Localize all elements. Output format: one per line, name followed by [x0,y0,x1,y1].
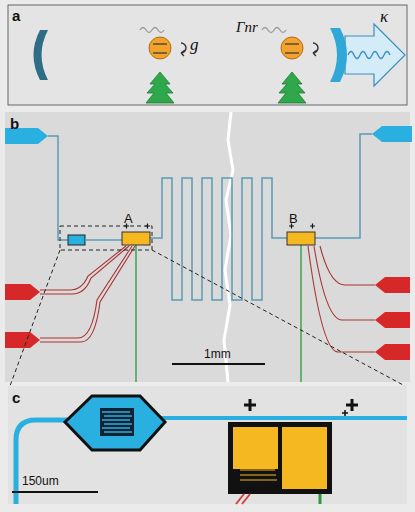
atom [281,37,303,59]
panel-frame [8,5,407,105]
zoom-line [10,250,405,386]
alignment-mark [342,410,348,416]
scale-label: 150um [22,475,59,487]
feedline [48,136,68,240]
qubit-frame [228,422,332,494]
energy-level [153,52,167,53]
drive-line [136,245,301,382]
capacitor-fingers [102,412,132,432]
scale-label: 1mm [204,348,231,360]
atom [149,37,171,59]
mirror-right [330,28,347,82]
dc-wire [40,246,135,342]
alignment-mark [124,224,315,229]
scale-bar [12,491,98,493]
qubit-label: B [289,212,298,225]
qubit-label: A [124,212,133,225]
bond-pad [5,332,40,348]
panel-letter: b [10,116,19,131]
capacitor [68,235,85,245]
panel-letter: a [12,8,20,23]
symbol-label: κ [380,8,388,25]
alignment-mark [244,399,358,411]
meander-resonator [150,178,287,300]
feedline [315,134,372,238]
coupling-arrow [181,43,186,56]
energy-level [285,43,299,44]
photon-squiggle [348,52,390,59]
drive-line [319,494,322,504]
feedline [160,416,407,420]
capacitor-gap [100,408,134,436]
junction-lead [240,470,277,480]
qubit-pad [233,427,278,469]
energy-level [285,52,299,53]
qubit-pad [122,232,150,245]
dc-wire [40,246,129,294]
photon-squiggle [140,28,164,33]
bond-pad [372,126,412,142]
qubit-pad [287,232,315,245]
zoom-box [60,226,152,250]
symbol-label: g [190,36,199,53]
chip-photo [5,112,410,382]
zoom-photo [8,386,407,504]
qubit-pad [282,427,327,489]
photon-squiggle [262,28,286,33]
drive-arrow [278,72,306,103]
dc-wire [236,494,250,504]
energy-level [153,43,167,44]
bond-pad [375,277,410,293]
scale-bar [172,363,265,365]
decay-arrow [345,24,405,86]
bond-pad [375,312,410,328]
dc-wire [308,246,375,352]
symbol-label: Γnr [236,20,258,35]
mirror-left [34,30,49,80]
capacitor [65,396,165,450]
panel-letter: c [12,390,20,405]
drive-arrow [146,72,174,103]
coupling-arrow [313,43,318,56]
bond-pad [375,344,410,360]
bond-pad [5,284,40,300]
feedline [85,239,122,241]
